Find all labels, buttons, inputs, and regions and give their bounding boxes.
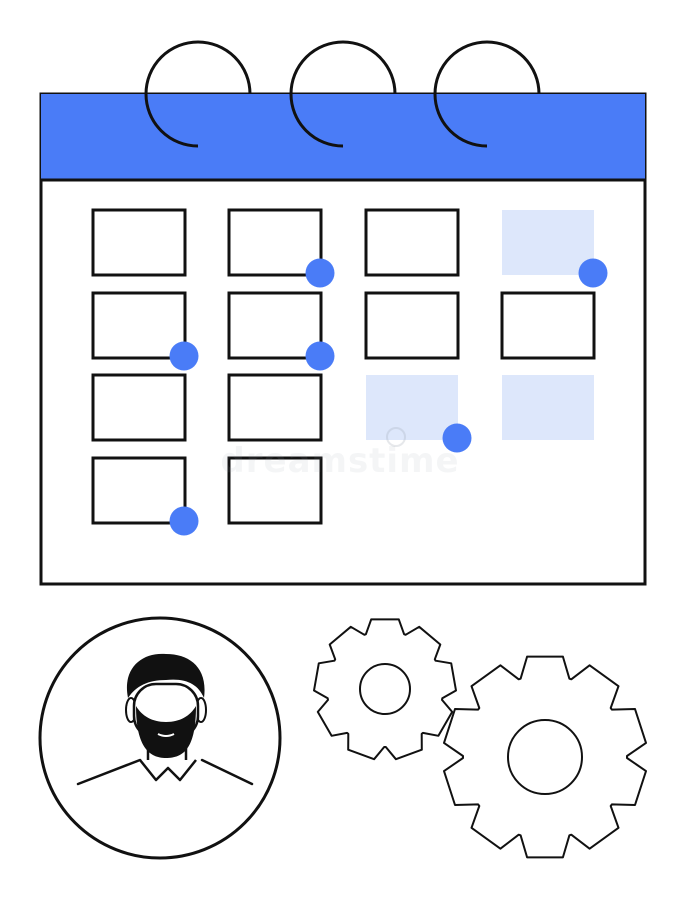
calendar-ring bbox=[289, 40, 397, 148]
gear-large-icon bbox=[443, 655, 647, 859]
calendar-cell bbox=[502, 210, 594, 275]
calendar-cell bbox=[227, 456, 323, 525]
gears bbox=[313, 618, 647, 859]
event-dot bbox=[578, 258, 608, 288]
gear-hole bbox=[507, 719, 583, 795]
calendar-cell bbox=[502, 375, 594, 440]
event-dot bbox=[442, 423, 472, 453]
calendar-cell bbox=[91, 373, 187, 442]
watermark: dreamstime bbox=[220, 427, 459, 481]
avatar bbox=[38, 616, 282, 860]
calendar-cell bbox=[91, 456, 187, 525]
calendar-ring bbox=[433, 40, 541, 148]
gear-small-icon bbox=[313, 618, 457, 761]
gear-hole bbox=[359, 663, 411, 715]
calendar-cell bbox=[227, 373, 323, 442]
watermark-text: dreamstime bbox=[220, 441, 459, 481]
calendar-cell bbox=[364, 291, 460, 360]
calendar-cell bbox=[227, 208, 323, 277]
calendar-cell bbox=[364, 208, 460, 277]
calendar-cell bbox=[91, 291, 187, 360]
calendar-cell bbox=[500, 291, 596, 360]
calendar-cell bbox=[227, 291, 323, 360]
calendar-grid bbox=[91, 208, 608, 536]
event-dot bbox=[305, 258, 335, 288]
calendar-cell bbox=[91, 208, 187, 277]
calendar-ring bbox=[144, 40, 252, 148]
watermark-mark bbox=[386, 427, 406, 447]
event-dot bbox=[169, 506, 199, 536]
bearded-man-icon bbox=[76, 653, 254, 786]
calendar-cell bbox=[366, 375, 458, 440]
calendar-header-band bbox=[41, 94, 645, 180]
calendar-rings bbox=[144, 40, 541, 148]
event-dot bbox=[169, 341, 199, 371]
event-dot bbox=[305, 341, 335, 371]
